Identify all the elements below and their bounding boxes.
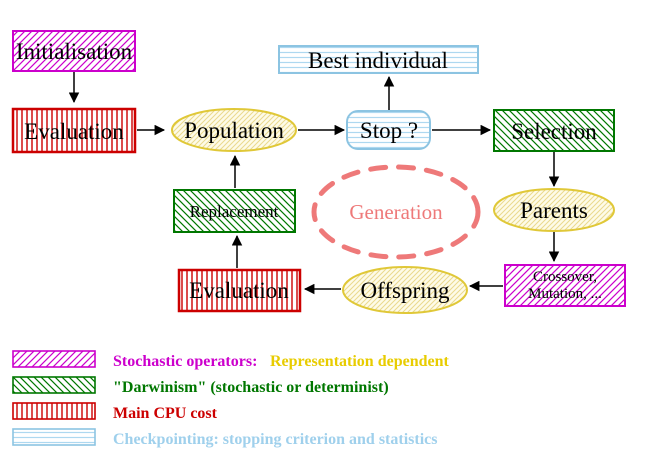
legend-label-stochastic: Stochastic operators:: [113, 353, 257, 370]
legend-label-representation: Representation dependent: [270, 353, 449, 370]
legend-row-cpu-cost: Main CPU cost: [12, 402, 218, 422]
best-individual-box: [278, 45, 479, 74]
evaluation-bottom-label: Evaluation: [189, 278, 289, 303]
node-evaluation-bottom: Evaluation: [177, 268, 302, 313]
stop-box: [346, 110, 431, 150]
crossover-label-line1: Crossover,: [533, 269, 597, 285]
replacement-box: [173, 189, 296, 233]
node-evaluation-top: Evaluation: [11, 107, 137, 154]
evaluation-top-box: [11, 107, 137, 154]
node-initialisation: Initialisation: [12, 30, 136, 72]
connectors: [68, 72, 560, 295]
parents-ellipse: [493, 188, 615, 232]
legend-swatch-green-hatch: [12, 376, 96, 394]
node-offspring: Offspring: [342, 266, 468, 314]
legend: Stochastic operators: Representation dep…: [12, 350, 449, 448]
node-replacement: Replacement: [173, 189, 296, 233]
legend-swatch-red-stripes: [12, 402, 96, 420]
legend-label-darwinism: "Darwinism" (stochastic or determinist): [113, 379, 389, 396]
selection-label: Selection: [511, 119, 597, 144]
legend-label-cpu-cost: Main CPU cost: [113, 405, 218, 422]
crossover-label-line2: Mutation, ...: [528, 286, 602, 302]
generation-dashed-ellipse: [311, 164, 481, 260]
node-crossover-mutation: Crossover, Mutation, ...: [504, 264, 626, 307]
offspring-label: Offspring: [360, 278, 450, 303]
node-generation: Generation: [311, 164, 481, 260]
selection-box: [493, 109, 615, 152]
legend-swatch-magenta-hatch: [12, 350, 96, 368]
best-individual-label: Best individual: [308, 48, 448, 73]
node-parents: Parents: [493, 188, 615, 232]
offspring-ellipse: [342, 266, 468, 314]
legend-swatch-cyan-lines: [12, 428, 96, 446]
node-population: Population: [171, 108, 297, 152]
initialisation-box: [12, 30, 136, 72]
population-ellipse: [171, 108, 297, 152]
evaluation-bottom-box: [177, 268, 302, 313]
generation-label: Generation: [349, 200, 443, 224]
legend-row-checkpointing: Checkpointing: stopping criterion and st…: [12, 428, 437, 448]
population-label: Population: [184, 118, 284, 143]
node-selection: Selection: [493, 109, 615, 152]
legend-label-checkpointing: Checkpointing: stopping criterion and st…: [113, 431, 437, 448]
stop-label: Stop ?: [360, 118, 418, 143]
replacement-label: Replacement: [190, 202, 279, 221]
evaluation-top-label: Evaluation: [24, 119, 124, 144]
node-best-individual: Best individual: [278, 45, 479, 74]
legend-row-darwinism: "Darwinism" (stochastic or determinist): [12, 376, 389, 396]
initialisation-label: Initialisation: [16, 39, 133, 64]
node-stop: Stop ?: [346, 110, 431, 150]
legend-row-stochastic: Stochastic operators: Representation dep…: [12, 350, 449, 370]
crossover-mutation-box: [504, 264, 626, 307]
parents-label: Parents: [520, 198, 588, 223]
